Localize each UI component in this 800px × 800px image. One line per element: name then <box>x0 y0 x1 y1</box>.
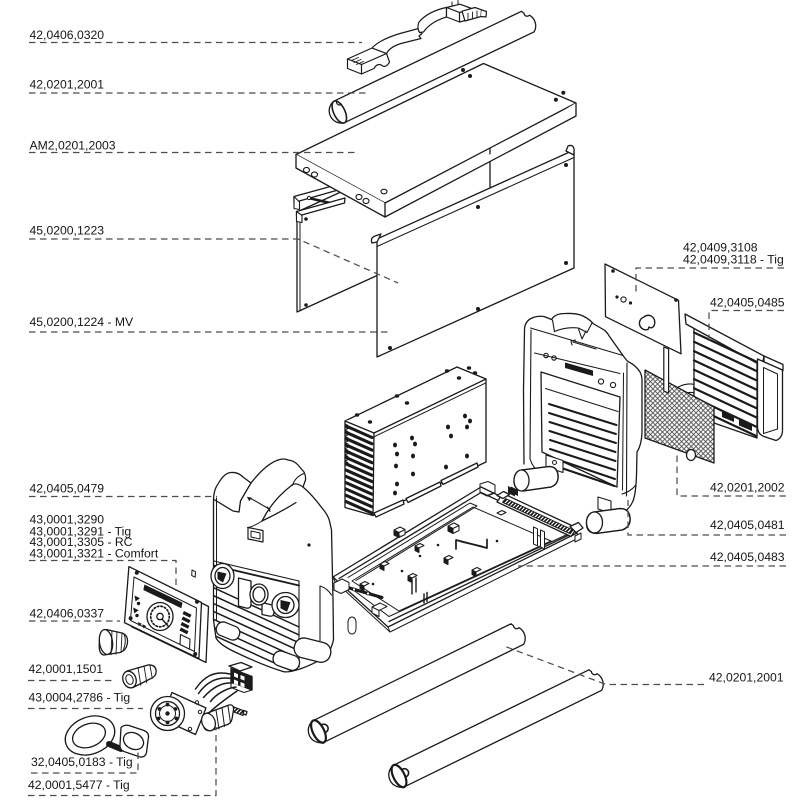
svg-text:AM2,0201,2003: AM2,0201,2003 <box>30 139 116 153</box>
svg-text:42,0201,2001: 42,0201,2001 <box>30 78 105 92</box>
svg-text:43,0001,3291 - Tig: 43,0001,3291 - Tig <box>30 525 132 539</box>
svg-text:42,0409,3118 - Tig: 42,0409,3118 - Tig <box>683 253 784 267</box>
svg-text:32,0405,0183 - Tig: 32,0405,0183 - Tig <box>31 755 133 769</box>
svg-text:42,0406,0337: 42,0406,0337 <box>30 607 105 621</box>
svg-text:42,0405,0483: 42,0405,0483 <box>710 550 785 564</box>
svg-text:42,0201,2002: 42,0201,2002 <box>710 481 785 495</box>
svg-text:43,0001,3290: 43,0001,3290 <box>30 513 105 527</box>
svg-text:45,0200,1224 - MV: 45,0200,1224 - MV <box>30 315 135 329</box>
svg-text:43,0004,2786 - Tig: 43,0004,2786 - Tig <box>29 691 131 705</box>
svg-text:43,0001,3321 - Comfort: 43,0001,3321 - Comfort <box>30 547 159 561</box>
svg-text:42,0406,0320: 42,0406,0320 <box>30 28 105 42</box>
svg-text:42,0001,5477 - Tig: 42,0001,5477 - Tig <box>28 778 130 792</box>
svg-text:43,0001,3305 - RC: 43,0001,3305 - RC <box>30 535 133 549</box>
svg-text:42,0405,0485: 42,0405,0485 <box>710 296 785 310</box>
svg-text:42,0405,0481: 42,0405,0481 <box>710 518 785 532</box>
svg-text:42,0201,2001: 42,0201,2001 <box>709 671 784 685</box>
svg-text:45,0200,1223: 45,0200,1223 <box>30 224 105 238</box>
svg-text:42,0405,0479: 42,0405,0479 <box>30 482 105 496</box>
svg-text:42,0409,3108: 42,0409,3108 <box>683 241 758 255</box>
svg-text:42,0001,1501: 42,0001,1501 <box>29 662 104 676</box>
